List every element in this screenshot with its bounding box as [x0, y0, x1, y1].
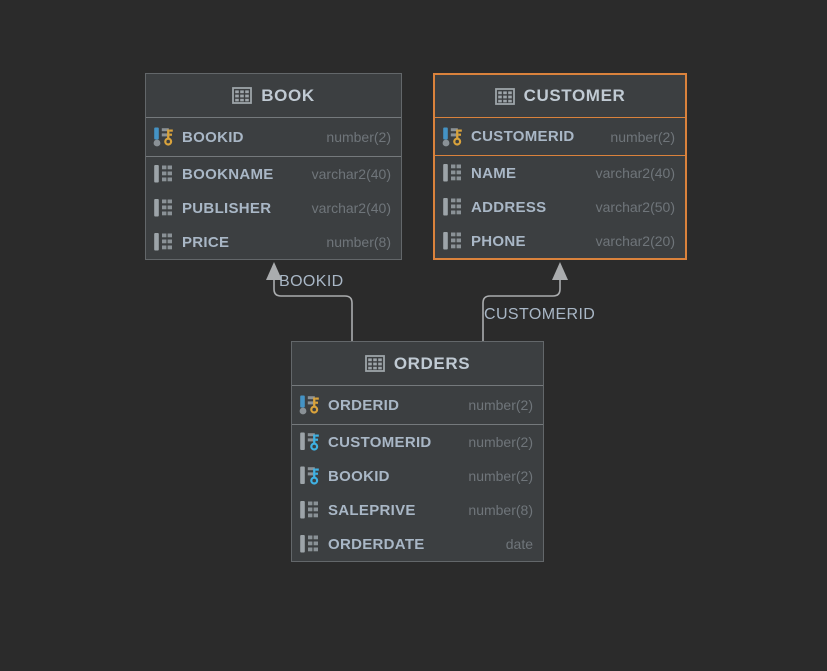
column-name: ORDERDATE — [328, 535, 425, 553]
entity-title: BOOK — [261, 85, 315, 105]
column-row-bookname[interactable]: BOOKNAME varchar2(40) — [146, 157, 401, 191]
entity-book[interactable]: BOOK BOOKID number(2) — [145, 73, 402, 260]
table-icon — [494, 87, 515, 105]
column-row-saleprive[interactable]: SALEPRIVE number(8) — [292, 493, 543, 527]
column-name: BOOKID — [182, 128, 244, 146]
column-type: number(2) — [610, 128, 675, 145]
arrowhead-to-customer — [552, 262, 568, 280]
column-name: NAME — [471, 164, 517, 182]
column-name: PRICE — [182, 233, 230, 251]
column-type: number(2) — [468, 468, 533, 484]
column-row-bookid-fk[interactable]: BOOKID number(2) — [292, 459, 543, 493]
column-icon — [442, 197, 464, 217]
column-icon — [442, 163, 464, 183]
column-row-orderid[interactable]: ORDERID number(2) — [292, 386, 543, 425]
entity-orders[interactable]: ORDERS ORDERID number(2) — [291, 341, 544, 562]
column-row-customerid[interactable]: CUSTOMERID number(2) — [435, 118, 685, 156]
entity-book-header[interactable]: BOOK — [146, 74, 401, 118]
column-name: SALEPRIVE — [328, 501, 416, 519]
column-row-name[interactable]: NAME varchar2(40) — [435, 156, 685, 190]
entity-title: CUSTOMER — [523, 86, 626, 105]
table-icon — [232, 87, 253, 104]
column-type: number(8) — [468, 502, 533, 518]
relationship-label-bookid[interactable]: BOOKID — [279, 273, 344, 290]
column-name: PUBLISHER — [182, 199, 272, 217]
relationship-orders-customer[interactable] — [482, 262, 568, 341]
relationship-label-customerid[interactable]: CUSTOMERID — [484, 306, 596, 323]
column-row-customerid-fk[interactable]: CUSTOMERID number(2) — [292, 425, 543, 459]
column-row-bookid[interactable]: BOOKID number(2) — [146, 118, 401, 157]
primary-key-icon — [299, 395, 321, 415]
column-type: varchar2(40) — [311, 200, 391, 216]
column-icon — [299, 500, 321, 520]
foreign-key-icon — [299, 466, 321, 486]
column-row-publisher[interactable]: PUBLISHER varchar2(40) — [146, 191, 401, 225]
column-type: varchar2(20) — [595, 233, 675, 249]
column-type: varchar2(40) — [595, 165, 675, 181]
column-icon — [442, 231, 464, 251]
column-row-price[interactable]: PRICE number(8) — [146, 225, 401, 259]
entity-orders-header[interactable]: ORDERS — [292, 342, 543, 386]
column-name: BOOKNAME — [182, 165, 274, 183]
foreign-key-icon — [299, 432, 321, 452]
entity-title: ORDERS — [393, 353, 471, 373]
column-type: varchar2(40) — [311, 166, 391, 182]
column-icon — [153, 164, 175, 184]
entity-customer[interactable]: CUSTOMER CUSTOMERID number(2) — [433, 73, 687, 260]
column-name: PHONE — [471, 232, 526, 250]
column-name: BOOKID — [328, 467, 390, 485]
column-name: CUSTOMERID — [471, 128, 575, 145]
column-name: ORDERID — [328, 396, 400, 414]
entity-customer-header[interactable]: CUSTOMER — [435, 75, 685, 118]
column-type: number(2) — [468, 397, 533, 413]
column-icon — [153, 198, 175, 218]
column-type: number(2) — [326, 129, 391, 145]
primary-key-icon — [442, 127, 464, 147]
column-icon — [299, 534, 321, 554]
column-row-address[interactable]: ADDRESS varchar2(50) — [435, 190, 685, 224]
column-name: CUSTOMERID — [328, 433, 432, 451]
table-icon — [364, 355, 385, 372]
column-row-phone[interactable]: PHONE varchar2(20) — [435, 224, 685, 258]
primary-key-icon — [153, 127, 175, 147]
column-type: varchar2(50) — [595, 199, 675, 215]
column-type: number(2) — [468, 434, 533, 450]
column-name: ADDRESS — [471, 198, 547, 216]
column-row-orderdate[interactable]: ORDERDATE date — [292, 527, 543, 561]
column-type: number(8) — [326, 234, 391, 250]
column-type: date — [505, 536, 533, 552]
column-icon — [153, 232, 175, 252]
